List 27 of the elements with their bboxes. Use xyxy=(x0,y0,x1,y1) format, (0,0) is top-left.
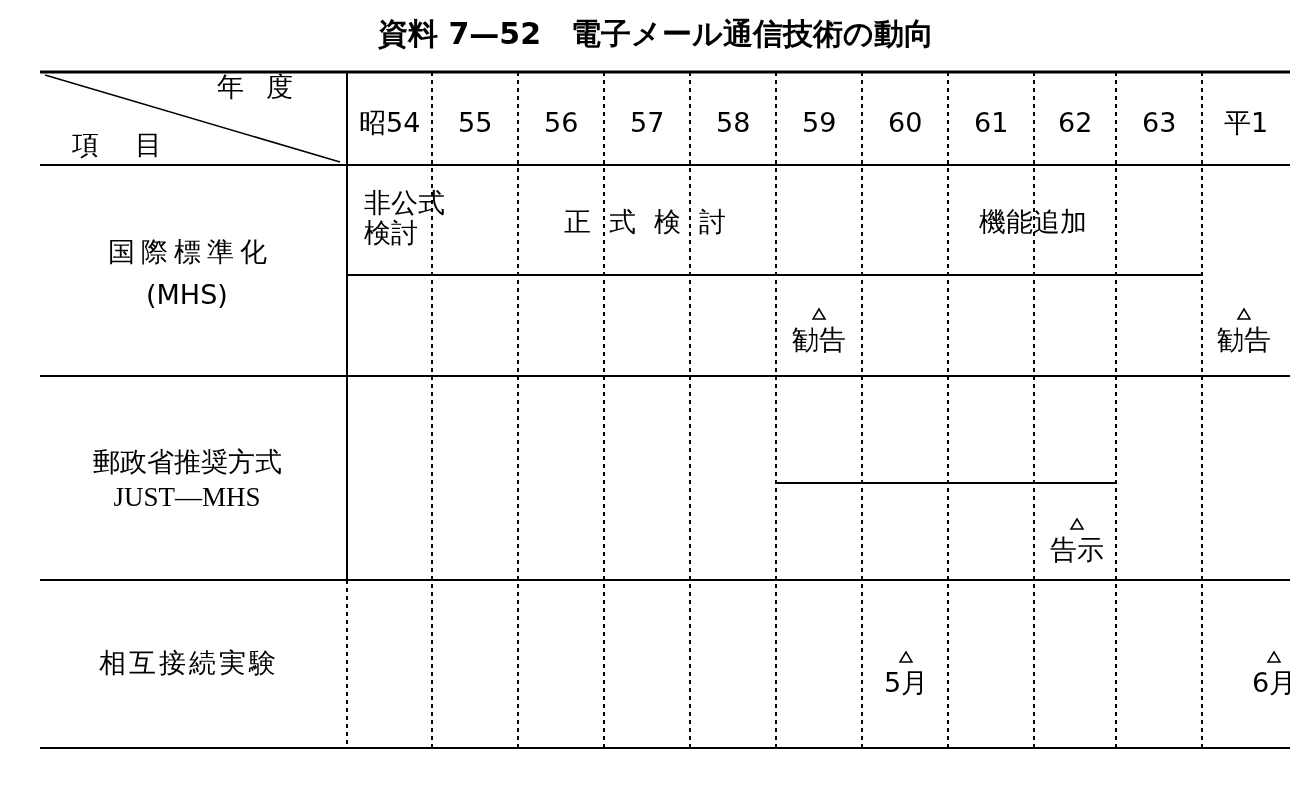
table-label: 勧告 xyxy=(792,325,846,355)
column-header: 55 xyxy=(458,108,493,138)
column-header: 60 xyxy=(888,108,923,138)
table-label: 6月 xyxy=(1252,668,1297,698)
table-label: 正式検討 xyxy=(564,207,744,237)
column-header: 56 xyxy=(544,108,579,138)
table-label: 郵政省推奨方式 xyxy=(92,447,282,477)
table-label: 国際標準化 xyxy=(107,237,273,267)
table-label: 相互接続実験 xyxy=(98,648,279,678)
header-label: 年度 xyxy=(217,72,315,102)
column-header: 63 xyxy=(1142,108,1177,138)
column-header: 58 xyxy=(716,108,751,138)
column-header: 62 xyxy=(1058,108,1093,138)
table-label: 5月 xyxy=(884,668,929,698)
table-label: 勧告 xyxy=(1217,325,1271,355)
table-label: JUST—MHS xyxy=(113,482,261,512)
column-header: 平1 xyxy=(1224,108,1269,138)
table-label: (MHS) xyxy=(146,280,228,310)
column-header: 57 xyxy=(630,108,665,138)
table-label: 機能追加 xyxy=(979,207,1087,237)
header-label: 項目 xyxy=(72,130,198,160)
table-label: 告示 xyxy=(1050,535,1104,565)
diagram-title: 資料 7—52 電子メール通信技術の動向 xyxy=(376,15,936,53)
column-header: 59 xyxy=(802,108,837,138)
column-header: 昭54 xyxy=(359,108,421,138)
table-label: 非公式検討 xyxy=(364,188,446,248)
column-header: 61 xyxy=(974,108,1009,138)
